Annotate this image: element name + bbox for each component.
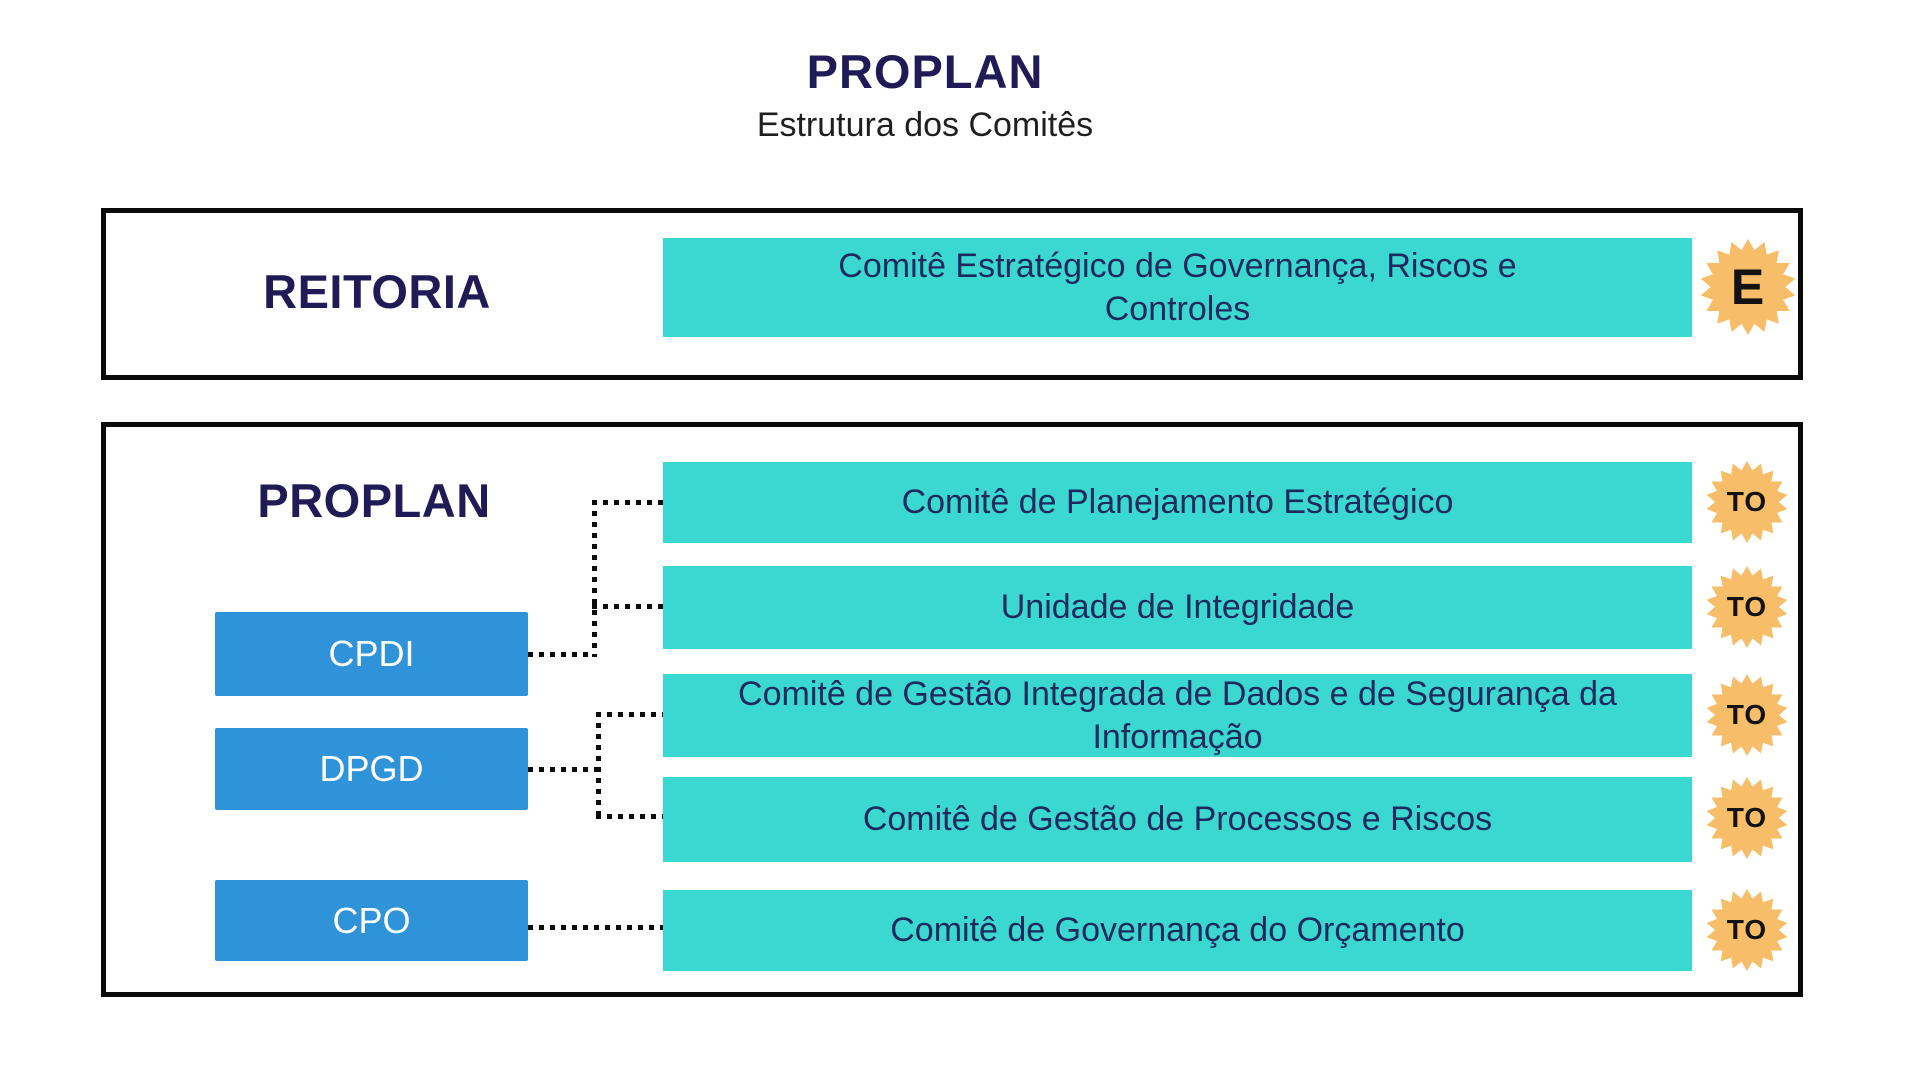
committee-bar-estrategico: Comitê Estratégico de Governança, Riscos… [663, 238, 1692, 337]
badge-letter: TO [1726, 591, 1768, 622]
committee-bar-label: Comitê de Gestão Integrada de Dados e de… [738, 675, 1617, 756]
committee-bar-label: Comitê de Governança do Orçamento [890, 911, 1465, 950]
connector-cpo-stem [528, 925, 663, 930]
proplan-label: PROPLAN [257, 474, 491, 527]
badge-letter: TO [1726, 699, 1768, 730]
badge-to-orcamento: TO [1706, 889, 1788, 971]
unit-label: CPO [332, 899, 411, 941]
starburst-icon [1706, 674, 1788, 756]
connector-cpdi-arm-planejamento [592, 500, 663, 505]
committee-bar-label: Comitê Estratégico de Governança, Riscos… [838, 247, 1517, 328]
badge-to-processos: TO [1706, 777, 1788, 859]
badge-letter: TO [1726, 802, 1768, 833]
connector-cpdi-arm-integridade [592, 604, 663, 609]
page-subtitle: Estrutura dos Comitês [756, 106, 1094, 144]
badge-letter: TO [1726, 914, 1768, 945]
unit-box-cpo: CPO [215, 880, 528, 961]
committee-bar-processos: Comitê de Gestão de Processos e Riscos [663, 777, 1692, 862]
committee-bar-integridade: Unidade de Integridade [663, 566, 1692, 649]
unit-label: DPGD [319, 748, 424, 789]
committee-bar-orcamento: Comitê de Governança do Orçamento [663, 890, 1692, 971]
committee-bar-dados: Comitê de Gestão Integrada de Dados e de… [663, 674, 1692, 757]
badge-to-planejamento: TO [1706, 461, 1788, 543]
connector-dpgd-stem [528, 767, 598, 772]
connector-cpdi-vertical [592, 500, 597, 657]
badge-e-starburst: E [1700, 239, 1796, 335]
starburst-icon [1706, 461, 1788, 543]
unit-box-cpdi: CPDI [215, 612, 528, 696]
unit-label: CPDI [328, 633, 415, 674]
connector-dpgd-arm-processos [596, 814, 663, 819]
starburst-icon [1706, 566, 1788, 648]
connector-cpdi-stem [528, 652, 594, 657]
committee-bar-label: Comitê de Gestão de Processos e Riscos [862, 800, 1493, 839]
committee-bar-label: Comitê de Planejamento Estratégico [901, 483, 1454, 522]
badge-to-integridade: TO [1706, 566, 1788, 648]
committee-bar-planejamento: Comitê de Planejamento Estratégico [663, 462, 1692, 543]
badge-letter: E [1730, 259, 1766, 315]
connector-dpgd-vertical [596, 712, 601, 819]
badge-to-dados: TO [1706, 674, 1788, 756]
unit-box-dpgd: DPGD [215, 728, 528, 810]
starburst-icon [1706, 889, 1788, 971]
reitoria-label: REITORIA [263, 265, 491, 318]
page-title: PROPLAN [806, 45, 1044, 98]
starburst-icon [1706, 777, 1788, 859]
badge-letter: TO [1726, 486, 1768, 517]
starburst-icon [1700, 239, 1796, 335]
connector-dpgd-arm-dados [596, 712, 663, 717]
committee-bar-label: Unidade de Integridade [1000, 588, 1355, 627]
